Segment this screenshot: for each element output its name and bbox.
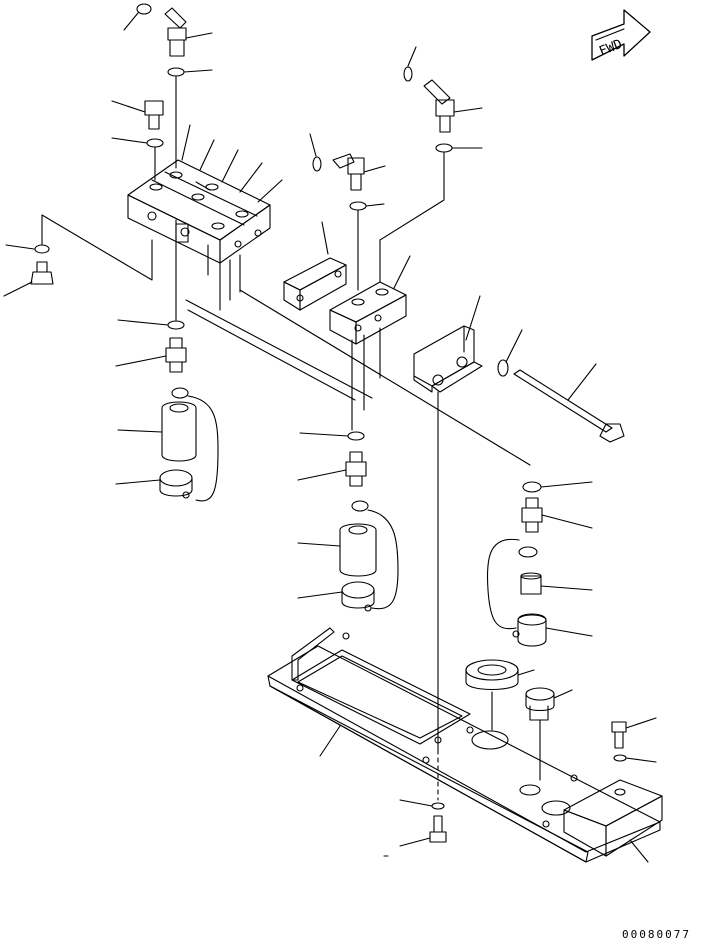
spacer-block [283,221,347,311]
plug-left [111,100,164,181]
right-vertical-assembly [486,481,593,647]
bolt-right [611,717,657,763]
grommet [465,659,535,731]
middle-vertical-assembly [297,431,399,612]
long-bolt-with-washer [497,329,625,443]
connecting-pipes [185,289,531,466]
left-hose-line [3,214,153,297]
left-vertical-assembly [115,219,219,502]
drawing-part-number: 00080077 [622,928,691,941]
elbow-fitting-top-right [379,46,483,241]
box-cover [563,779,663,863]
fwd-label: FWD [597,37,625,60]
elbow-fitting-middle [309,133,386,291]
base-plate [267,627,661,863]
distribution-block-small [329,239,411,345]
bolt-bottom [383,749,447,857]
distribution-block-large [127,124,283,311]
mounting-bracket [413,295,483,751]
fwd-arrow: FWD [591,9,651,61]
elbow-fitting-top-left [123,3,213,169]
drain-cap [525,687,573,781]
